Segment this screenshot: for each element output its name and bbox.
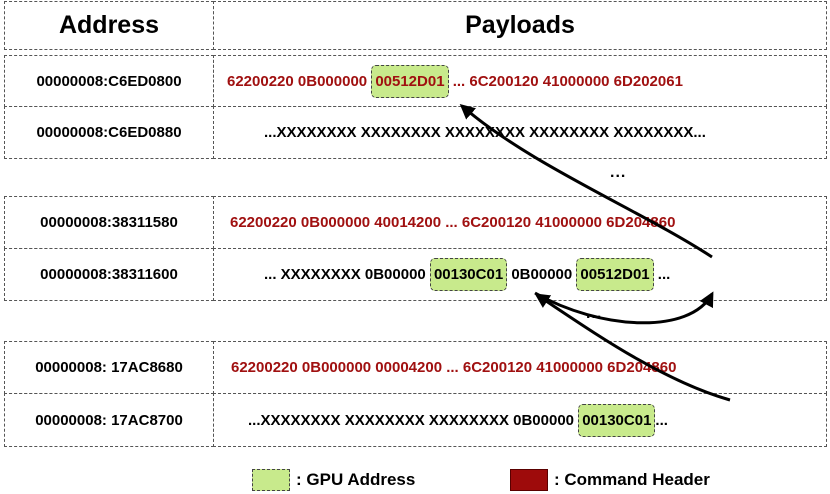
gpu-address: 00130C01 — [429, 258, 508, 291]
address-column-header: Address — [4, 1, 214, 50]
payload-cell: 62200220 0B000000 00512D01 ... 6C200120 … — [213, 55, 827, 107]
payload-text: ...XXXXXXXX XXXXXXXX XXXXXXXX XXXXXXXX X… — [264, 124, 706, 141]
payload-cell: 62200220 0B000000 40014200 ... 6C200120 … — [213, 196, 827, 249]
gpu-address: 00512D01 — [371, 64, 449, 98]
command-header-swatch — [510, 469, 548, 491]
legend-gpu-address: : GPU Address — [252, 469, 415, 491]
command-header-text: 62200220 0B000000 00004200 ... 6C200120 … — [231, 359, 677, 376]
payload-text: 0B00000 — [507, 266, 577, 283]
legend-label: : Command Header — [554, 470, 710, 489]
payload-cell: ... XXXXXXXX 0B00000 00130C01 0B00000 00… — [213, 248, 827, 301]
command-header-text: ... 6C200120 41000000 6D202061 — [448, 72, 683, 90]
address-cell: 00000008: 17AC8700 — [4, 393, 214, 447]
payload-text: ... — [655, 411, 668, 429]
address-value: 00000008: 17AC8700 — [35, 411, 183, 429]
address-value: 00000008:38311580 — [40, 214, 178, 231]
address-cell: 00000008:38311600 — [4, 248, 214, 301]
payload-text: ...XXXXXXXX XXXXXXXX XXXXXXXX 0B00000 — [248, 411, 579, 429]
payload-cell: ...XXXXXXXX XXXXXXXX XXXXXXXX XXXXXXXX X… — [213, 106, 827, 159]
address-cell: 00000008:C6ED0800 — [4, 55, 214, 107]
address-cell: 00000008:38311580 — [4, 196, 214, 249]
legend-label: : GPU Address — [296, 470, 416, 489]
payloads-header-label: Payloads — [465, 11, 575, 39]
address-value: 00000008:38311600 — [40, 266, 178, 283]
gpu-address: 00512D01 — [576, 258, 654, 291]
payload-cell: 62200220 0B000000 00004200 ... 6C200120 … — [213, 341, 827, 394]
legend-command-header: : Command Header — [510, 469, 710, 491]
address-value: 00000008:C6ED0800 — [36, 72, 182, 90]
gpu-address-swatch — [252, 469, 290, 491]
gpu-address: 00130C01 — [578, 403, 656, 437]
payloads-column-header: Payloads — [213, 1, 827, 50]
ellipsis: ... — [586, 305, 603, 322]
address-cell: 00000008:C6ED0880 — [4, 106, 214, 159]
address-value: 00000008:C6ED0880 — [36, 124, 182, 141]
payload-cell: ...XXXXXXXX XXXXXXXX XXXXXXXX 0B00000 00… — [213, 393, 827, 447]
payload-text: ... XXXXXXXX 0B00000 — [264, 266, 430, 283]
address-header-label: Address — [58, 11, 160, 39]
payload-text: ... — [653, 266, 671, 283]
command-header-text: 62200220 0B000000 40014200 ... 6C200120 … — [230, 214, 676, 231]
address-value: 00000008: 17AC8680 — [35, 359, 183, 376]
ellipsis: ... — [610, 164, 627, 181]
command-header-text: 62200220 0B000000 — [227, 72, 372, 90]
address-cell: 00000008: 17AC8680 — [4, 341, 214, 394]
